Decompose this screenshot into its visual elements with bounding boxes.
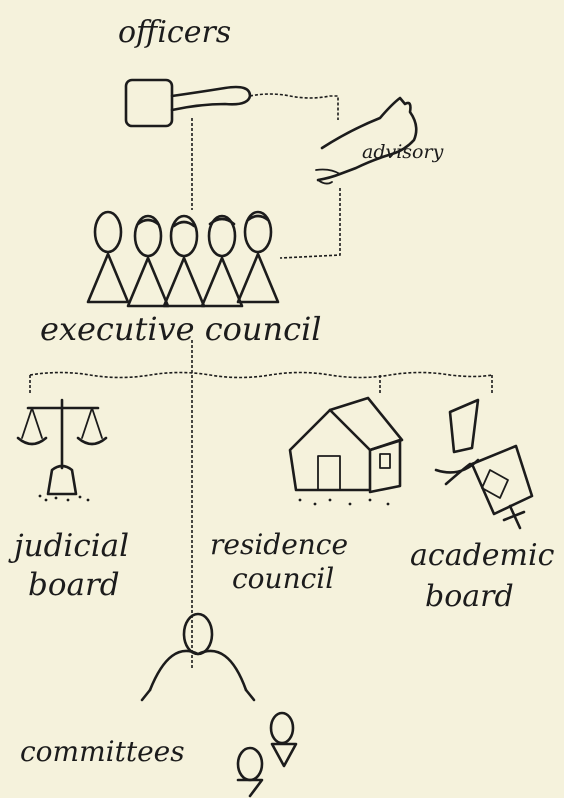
executive-council-label: executive council: [40, 310, 322, 348]
judicial-board-label-line2: board: [28, 567, 120, 603]
academic-board-label-line2: board: [425, 579, 514, 614]
gavel-icon: [124, 78, 252, 128]
diploma-icon: [434, 398, 534, 530]
academic-board-label-line1: academic: [410, 538, 555, 573]
residence-council-label-line1: residence: [210, 528, 349, 561]
scales-icon: [16, 398, 108, 502]
people-group-icon: [140, 612, 298, 798]
residence-council-label-line2: council: [232, 562, 335, 595]
connector-lines: [29, 93, 493, 670]
advisory-label: advisory: [362, 141, 444, 163]
committees-label: committees: [20, 735, 185, 768]
five-people-icon: [86, 210, 280, 308]
judicial-board-label-line1: judicial: [14, 528, 130, 564]
officers-label: officers: [118, 15, 232, 50]
owl-on-branch-icon: [315, 96, 418, 185]
house-icon: [288, 396, 404, 506]
